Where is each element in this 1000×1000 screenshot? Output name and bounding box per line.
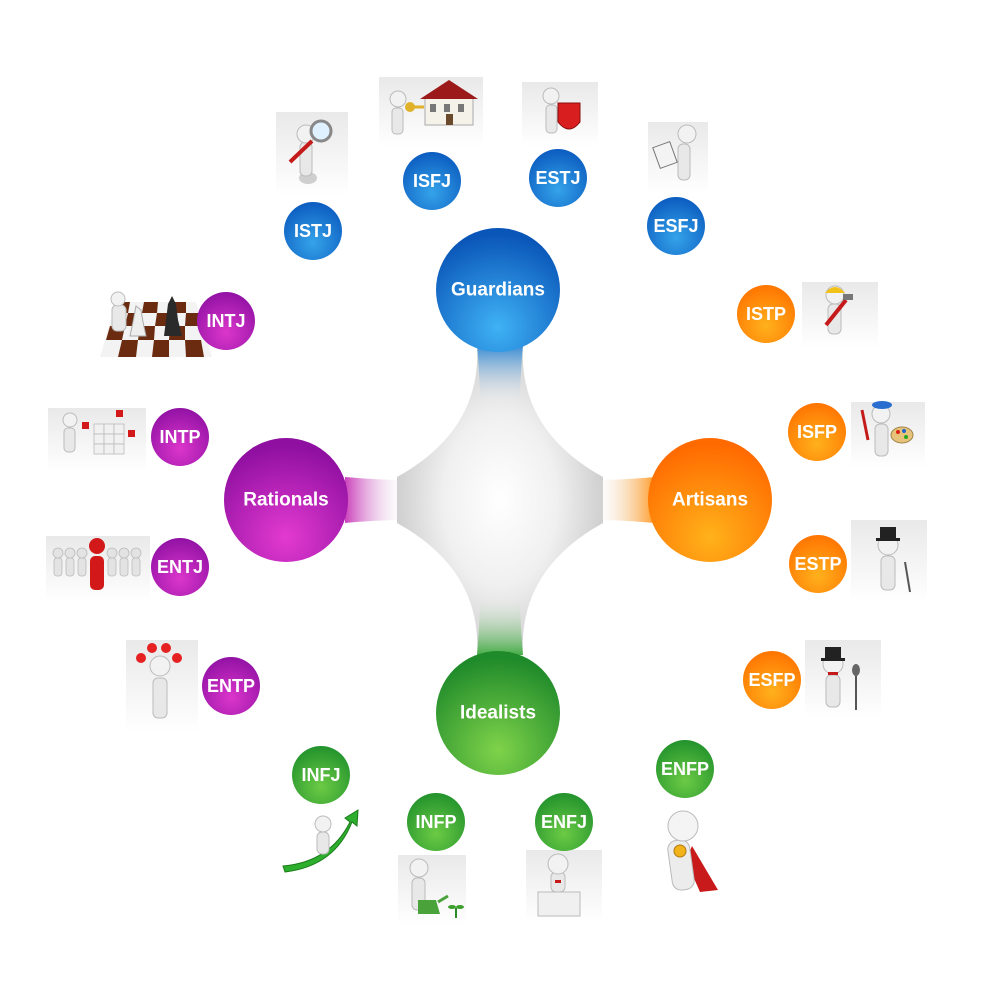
type-entj: ENTJ — [151, 538, 209, 596]
type-isfp: ISFP — [788, 403, 846, 461]
type-intp-label: INTP — [159, 427, 200, 447]
category-guardians: Guardians — [436, 228, 560, 352]
top-hat-cane-person-icon — [851, 520, 927, 602]
chess-board-icon — [100, 291, 212, 357]
type-infp-label: INFP — [415, 812, 456, 832]
type-enfj-label: ENFJ — [541, 812, 587, 832]
cube-builder-person-icon — [48, 408, 146, 472]
type-estp-label: ESTP — [794, 554, 841, 574]
category-artisans-label: Artisans — [672, 490, 748, 511]
builder-hammer-person-icon — [802, 282, 878, 348]
category-guardians-label: Guardians — [451, 280, 545, 301]
category-rationals: Rationals — [224, 438, 348, 562]
type-enfj: ENFJ — [535, 793, 593, 851]
type-estp: ESTP — [789, 535, 847, 593]
top-hat-microphone-person-icon — [805, 640, 881, 718]
type-esfp-label: ESFP — [748, 670, 795, 690]
painter-palette-person-icon — [851, 401, 925, 468]
clipboard-person-icon — [648, 122, 708, 194]
shield-person-icon — [522, 82, 598, 147]
superhero-person-icon — [667, 810, 718, 892]
category-rationals-label: Rationals — [243, 490, 329, 511]
type-infp: INFP — [407, 793, 465, 851]
type-estj: ESTJ — [529, 149, 587, 207]
podium-speaker-person-icon — [526, 850, 602, 922]
type-istp-label: ISTP — [746, 304, 786, 324]
type-infj: INFJ — [292, 746, 350, 804]
type-infj-label: INFJ — [301, 765, 340, 785]
watering-can-person-icon — [398, 855, 466, 925]
type-istj: ISTJ — [284, 202, 342, 260]
type-entp-label: ENTP — [207, 676, 255, 696]
center-connector — [345, 345, 655, 655]
type-esfj-label: ESFJ — [653, 216, 698, 236]
type-isfj-label: ISFJ — [413, 171, 451, 191]
leader-crowd-icon — [46, 536, 150, 602]
type-istp: ISTP — [737, 285, 795, 343]
type-entj-label: ENTJ — [157, 557, 203, 577]
type-estj-label: ESTJ — [535, 168, 580, 188]
type-esfj: ESFJ — [647, 197, 705, 255]
type-enfp: ENFP — [656, 740, 714, 798]
magnifier-person-icon — [276, 112, 348, 196]
type-intj: INTJ — [197, 292, 255, 350]
type-isfp-label: ISFP — [797, 422, 837, 442]
type-intj-label: INTJ — [206, 311, 245, 331]
type-istj-label: ISTJ — [294, 221, 332, 241]
type-isfj: ISFJ — [403, 152, 461, 210]
type-enfp-label: ENFP — [661, 759, 709, 779]
rising-arrow-person-icon — [282, 809, 359, 873]
type-entp: ENTP — [202, 657, 260, 715]
category-idealists: Idealists — [436, 651, 560, 775]
type-intp: INTP — [151, 408, 209, 466]
type-esfp: ESFP — [743, 651, 801, 709]
category-artisans: Artisans — [648, 438, 772, 562]
house-key-person-icon — [379, 77, 483, 147]
category-idealists-label: Idealists — [460, 703, 536, 724]
lightbulbs-person-icon — [126, 640, 198, 733]
